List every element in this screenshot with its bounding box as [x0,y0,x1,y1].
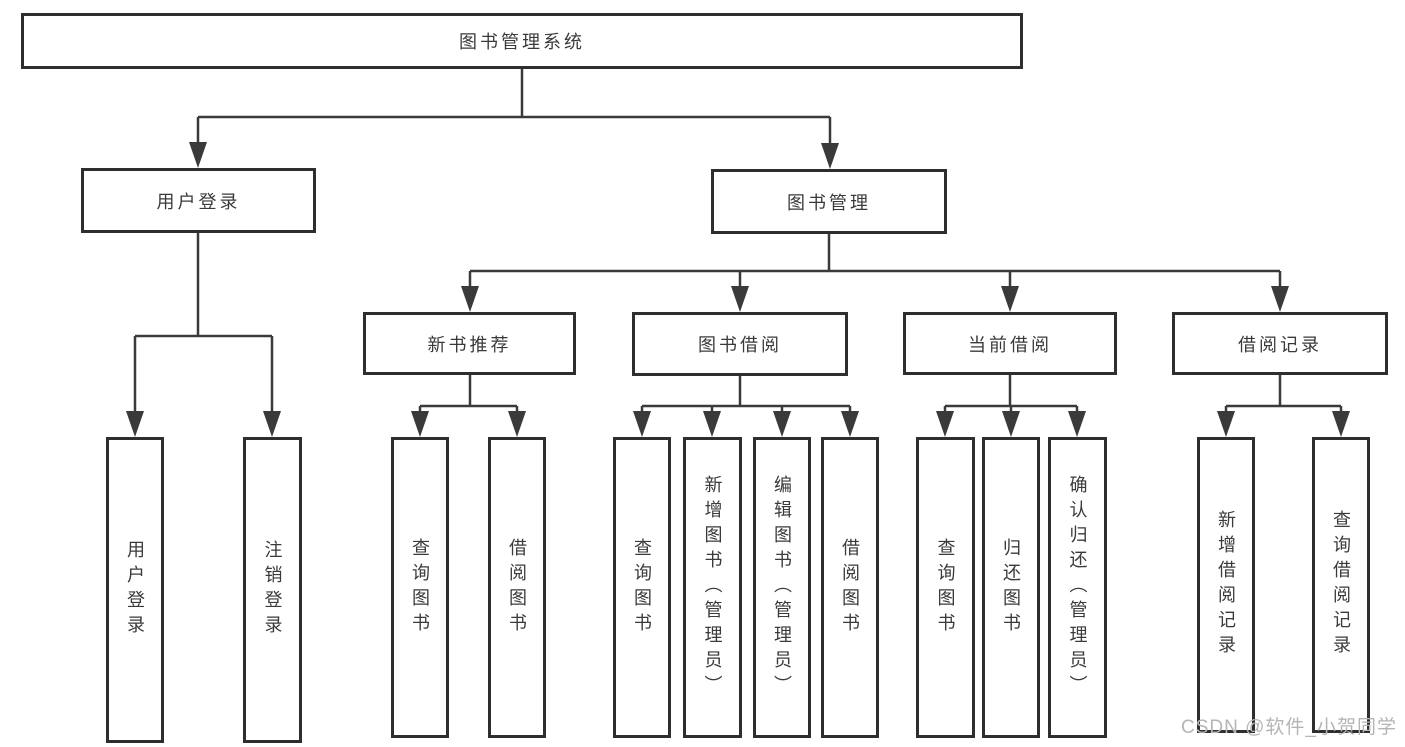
node-user-login-label: 用户登录 [125,540,145,640]
node-current-borrowing: 当前借阅 [903,312,1117,375]
node-logout-label: 注销登录 [262,540,283,640]
node-add-borrow-record-label: 新增借阅记录 [1216,510,1236,660]
arrowheads [126,142,1350,437]
node-borrowing-borrow-books: 借阅图书 [821,437,879,738]
node-recommend-query-books: 查询图书 [391,437,449,738]
node-edit-book-admin: 编辑图书（管理员） [753,437,811,738]
node-borrowing-records-label: 借阅记录 [1238,334,1322,355]
node-current-borrowing-label: 当前借阅 [968,334,1052,355]
node-recommend-query-books-label: 查询图书 [410,537,430,638]
node-add-book-admin-label: 新增图书（管理员） [702,475,723,700]
node-edit-book-admin-label: 编辑图书（管理员） [772,475,792,700]
node-new-book-recommend: 新书推荐 [363,312,576,375]
node-book-borrowing-label: 图书借阅 [698,335,782,355]
node-book-management: 图书管理 [711,169,947,234]
node-book-management-label: 图书管理 [787,192,871,213]
node-borrowing-records: 借阅记录 [1172,312,1388,375]
node-borrowing-borrow-books-label: 借阅图书 [840,537,860,638]
node-current-query-books: 查询图书 [916,437,975,738]
node-return-books-label: 归还图书 [1001,537,1021,638]
node-current-query-books-label: 查询图书 [935,537,956,638]
node-query-borrow-record: 查询借阅记录 [1312,437,1370,733]
node-add-borrow-record: 新增借阅记录 [1197,437,1255,733]
node-new-book-recommend-label: 新书推荐 [427,334,512,355]
node-logout: 注销登录 [243,437,302,743]
node-return-books: 归还图书 [982,437,1040,738]
node-user-login-group-label: 用户登录 [156,191,241,212]
node-library-system: 图书管理系统 [21,13,1023,69]
node-recommend-borrow-books-label: 借阅图书 [507,537,527,638]
node-confirm-return-admin-label: 确认归还（管理员） [1067,475,1088,700]
node-recommend-borrow-books: 借阅图书 [488,437,546,738]
node-confirm-return-admin: 确认归还（管理员） [1048,437,1107,738]
node-user-login-group: 用户登录 [81,168,316,233]
node-query-borrow-record-label: 查询借阅记录 [1331,510,1351,660]
node-book-borrowing: 图书借阅 [632,312,848,376]
csdn-watermark: CSDN @软件_小贺同学 [1181,717,1397,738]
node-borrowing-query-books-label: 查询图书 [632,537,652,638]
node-add-book-admin: 新增图书（管理员） [683,437,742,738]
node-library-system-label: 图书管理系统 [459,32,585,52]
node-user-login: 用户登录 [106,437,164,743]
node-borrowing-query-books: 查询图书 [613,437,671,738]
